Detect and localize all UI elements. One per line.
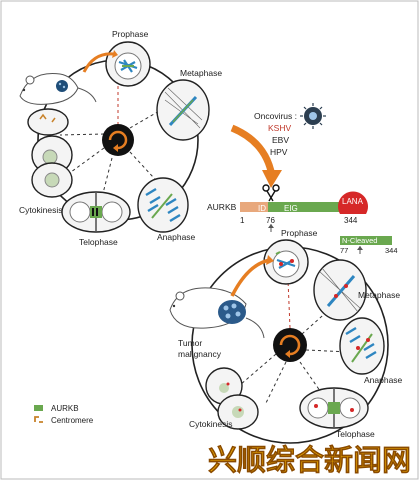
protein-bar-segment-c bbox=[268, 202, 354, 212]
left-label-cytokinesis: Cytokinesis bbox=[19, 205, 62, 215]
position-end2: 344 bbox=[385, 246, 398, 255]
right-label-anaphase: Anaphase bbox=[364, 375, 403, 385]
oncovirus-panel: Oncovirus : KSHV EBV HPV bbox=[230, 103, 326, 188]
protein-bar: AURKB ID EIG LANA 1 76 344 N-Cleaved 77 … bbox=[207, 184, 398, 255]
position-end: 344 bbox=[344, 216, 358, 225]
left-cycle-arrow-icon bbox=[108, 130, 128, 150]
right-label-cytokinesis: Cytokinesis bbox=[189, 419, 232, 429]
centromere-icon bbox=[34, 416, 43, 423]
left-label-metaphase: Metaphase bbox=[180, 68, 222, 78]
right-label-metaphase: Metaphase bbox=[358, 290, 400, 300]
domain-eig-label: EIG bbox=[284, 204, 298, 213]
oncovirus-kshv: KSHV bbox=[268, 123, 291, 133]
left-mouse-arrow bbox=[82, 52, 115, 73]
right-label-prophase: Prophase bbox=[281, 228, 318, 238]
lana-protein-icon bbox=[338, 191, 368, 214]
scissors-icon bbox=[262, 184, 280, 202]
right-mouse-arrow bbox=[230, 258, 271, 297]
position-site2: 77 bbox=[340, 246, 348, 255]
right-cycle-arrow-icon bbox=[279, 334, 301, 356]
oncovirus-hpv: HPV bbox=[270, 147, 288, 157]
green-bar-icon bbox=[34, 405, 43, 411]
oncovirus-title: Oncovirus : bbox=[254, 111, 297, 121]
n-cleaved-label: N-Cleaved bbox=[342, 236, 377, 245]
left-mouse-icon bbox=[19, 72, 97, 105]
right-mouse-tumor-icon bbox=[169, 287, 265, 339]
watermark-text: 兴顺综合新闻网 bbox=[208, 443, 411, 477]
left-cycle-center-icon bbox=[102, 124, 134, 156]
right-anaphase-cell bbox=[339, 317, 385, 375]
tumor-label-line1: Tumor bbox=[178, 338, 202, 348]
right-label-telophase: Telophase bbox=[336, 429, 375, 439]
protein-label: AURKB bbox=[207, 202, 237, 212]
left-cell-cycle: Prophase Metaphase Anaphase Telophase Cy… bbox=[19, 29, 222, 247]
left-label-prophase: Prophase bbox=[112, 29, 149, 39]
left-interphase-cell bbox=[27, 108, 69, 136]
tumor-label-line2: malignancy bbox=[178, 349, 222, 359]
legend: AURKB Centromere bbox=[34, 404, 94, 425]
virus-icon bbox=[300, 103, 326, 129]
legend-label-aurkb: AURKB bbox=[51, 404, 79, 413]
protein-bar-segment-n bbox=[240, 202, 268, 212]
domain-id-label: ID bbox=[258, 204, 266, 213]
oncovirus-ebv: EBV bbox=[272, 135, 289, 145]
right-cycle-center-icon bbox=[273, 328, 307, 362]
left-label-anaphase: Anaphase bbox=[157, 232, 196, 242]
left-label-telophase: Telophase bbox=[79, 237, 118, 247]
n-cleaved-fragment bbox=[340, 236, 392, 245]
oncovirus-arrow bbox=[230, 124, 276, 177]
legend-label-centromere: Centromere bbox=[51, 416, 94, 425]
right-cell-cycle: Prophase Metaphase Anaphase Telophase Cy… bbox=[169, 228, 403, 444]
position-start: 1 bbox=[240, 216, 245, 225]
lana-label: LANA bbox=[342, 197, 364, 206]
position-site: 76 bbox=[266, 216, 275, 225]
